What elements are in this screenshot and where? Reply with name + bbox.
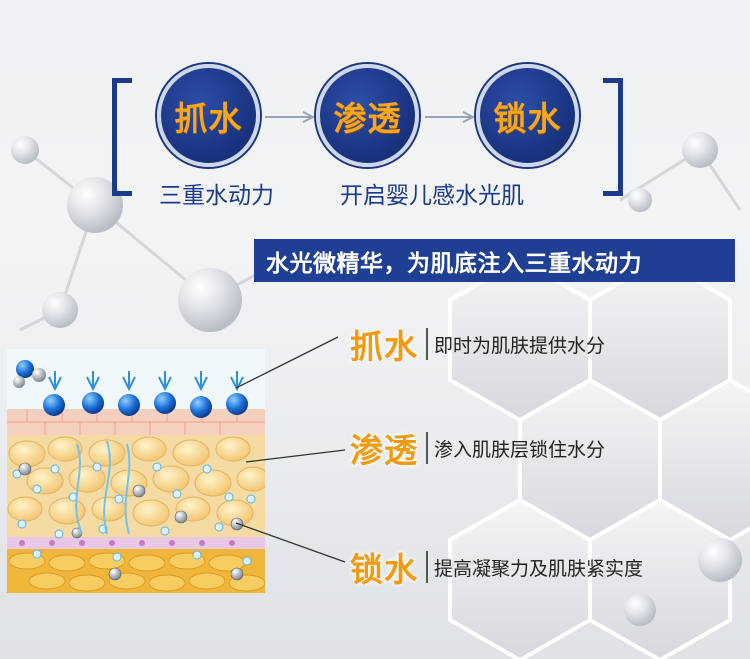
feature-desc: 提高凝聚力及肌肤紧实度: [434, 557, 644, 580]
step-label: 抓水: [174, 98, 243, 138]
feature-lock: 锁水 提高凝聚力及肌肤紧实度: [350, 543, 643, 591]
right-bracket: [603, 78, 623, 196]
step-circle-lock: 锁水: [476, 64, 579, 167]
caption-right: 开启婴儿感水光肌: [340, 183, 524, 209]
headline-banner: 水光微精华，为肌底注入三重水动力: [254, 239, 735, 282]
feature-desc: 渗入肌肤层锁住水分: [434, 438, 606, 461]
skin-layer-illustration: [7, 349, 265, 593]
feature-grab: 抓水 即时为肌肤提供水分: [350, 320, 605, 368]
divider: [426, 328, 428, 360]
feature-desc: 即时为肌肤提供水分: [434, 334, 606, 357]
feature-penetrate: 渗透 渗入肌肤层锁住水分: [350, 424, 605, 472]
divider: [426, 551, 428, 583]
step-circle-penetrate: 渗透: [316, 64, 419, 167]
arrow-right-icon: [425, 111, 476, 123]
feature-title: 渗透: [350, 431, 418, 470]
left-bracket: [112, 78, 132, 196]
feature-title: 锁水: [350, 550, 418, 589]
step-circle-grab: 抓水: [157, 64, 260, 167]
divider: [426, 432, 428, 464]
feature-title: 抓水: [350, 327, 418, 366]
step-label: 渗透: [333, 98, 402, 138]
step-label: 锁水: [493, 98, 562, 138]
arrow-right-icon: [265, 111, 316, 123]
caption-left: 三重水动力: [159, 183, 274, 209]
